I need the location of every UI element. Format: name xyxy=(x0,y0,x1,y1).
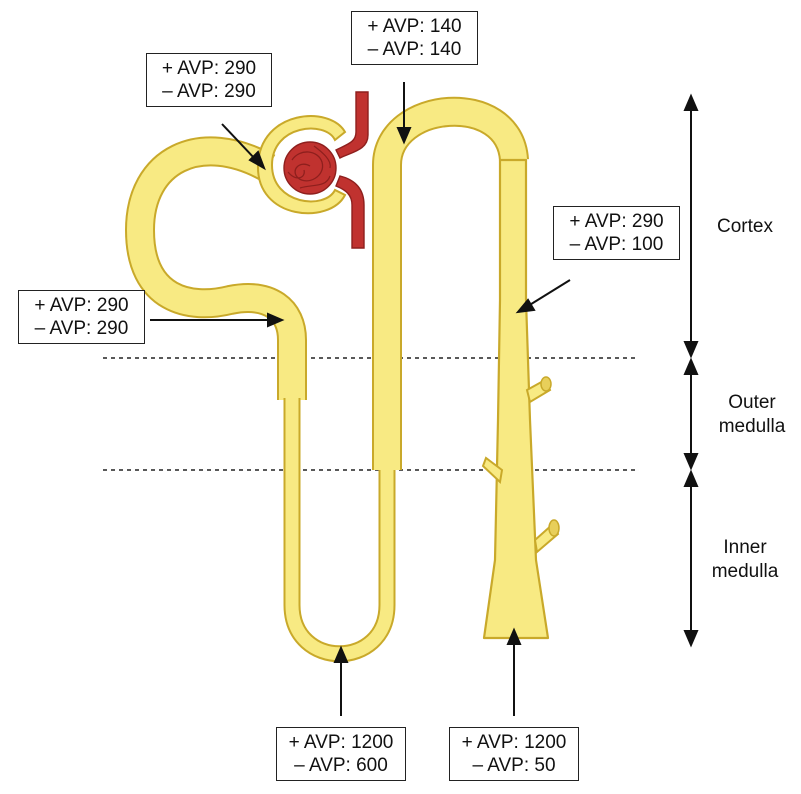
label-plus-avp: + AVP: 1200 xyxy=(288,732,394,753)
afferent-arteriole xyxy=(335,91,369,159)
label-papillary-duct: + AVP: 1200 – AVP: 50 xyxy=(449,727,579,781)
label-cortical-collecting-duct: + AVP: 290 – AVP: 100 xyxy=(553,206,680,260)
zone-label-cortex: Cortex xyxy=(690,215,800,239)
collecting-duct xyxy=(482,158,550,640)
zone-arrows xyxy=(683,93,699,648)
arrow-collecting xyxy=(527,279,571,307)
zone-label-line: Inner xyxy=(723,537,767,558)
zone-label-outer-medulla: Outer medulla xyxy=(697,391,801,439)
label-loop-tip: + AVP: 1200 – AVP: 600 xyxy=(276,727,406,781)
label-minus-avp: – AVP: 50 xyxy=(472,755,556,776)
arrow-glomerulus xyxy=(221,123,257,161)
label-plus-avp: + AVP: 290 xyxy=(569,211,664,232)
zone-label-line: Cortex xyxy=(717,216,773,237)
zone-label-line: medulla xyxy=(711,561,779,582)
efferent-arteriole xyxy=(335,175,365,249)
label-plus-avp: + AVP: 1200 xyxy=(461,732,567,753)
duct-branch-middle xyxy=(481,456,504,485)
label-minus-avp: – AVP: 290 xyxy=(162,81,256,102)
zone-label-inner-medulla: Inner medulla xyxy=(690,536,800,584)
zone-label-line: Outer xyxy=(728,392,776,413)
bowmans-capsule xyxy=(256,115,347,215)
pointer-arrows xyxy=(150,82,571,716)
label-proximal-tubule: + AVP: 290 – AVP: 290 xyxy=(18,290,145,344)
thick-ascending-limb xyxy=(372,96,529,470)
label-minus-avp: – AVP: 290 xyxy=(34,318,129,339)
label-minus-avp: – AVP: 600 xyxy=(294,755,388,776)
label-minus-avp: – AVP: 140 xyxy=(367,39,462,60)
zone-label-line: medulla xyxy=(718,416,786,437)
label-plus-avp: + AVP: 140 xyxy=(367,16,462,37)
label-glomerulus: + AVP: 290 – AVP: 290 xyxy=(146,53,272,107)
label-minus-avp: – AVP: 100 xyxy=(569,234,664,255)
label-distal-tubule: + AVP: 140 – AVP: 140 xyxy=(351,11,478,65)
glomerulus xyxy=(283,91,369,249)
label-plus-avp: + AVP: 290 xyxy=(34,295,129,316)
label-plus-avp: + AVP: 290 xyxy=(161,58,257,79)
